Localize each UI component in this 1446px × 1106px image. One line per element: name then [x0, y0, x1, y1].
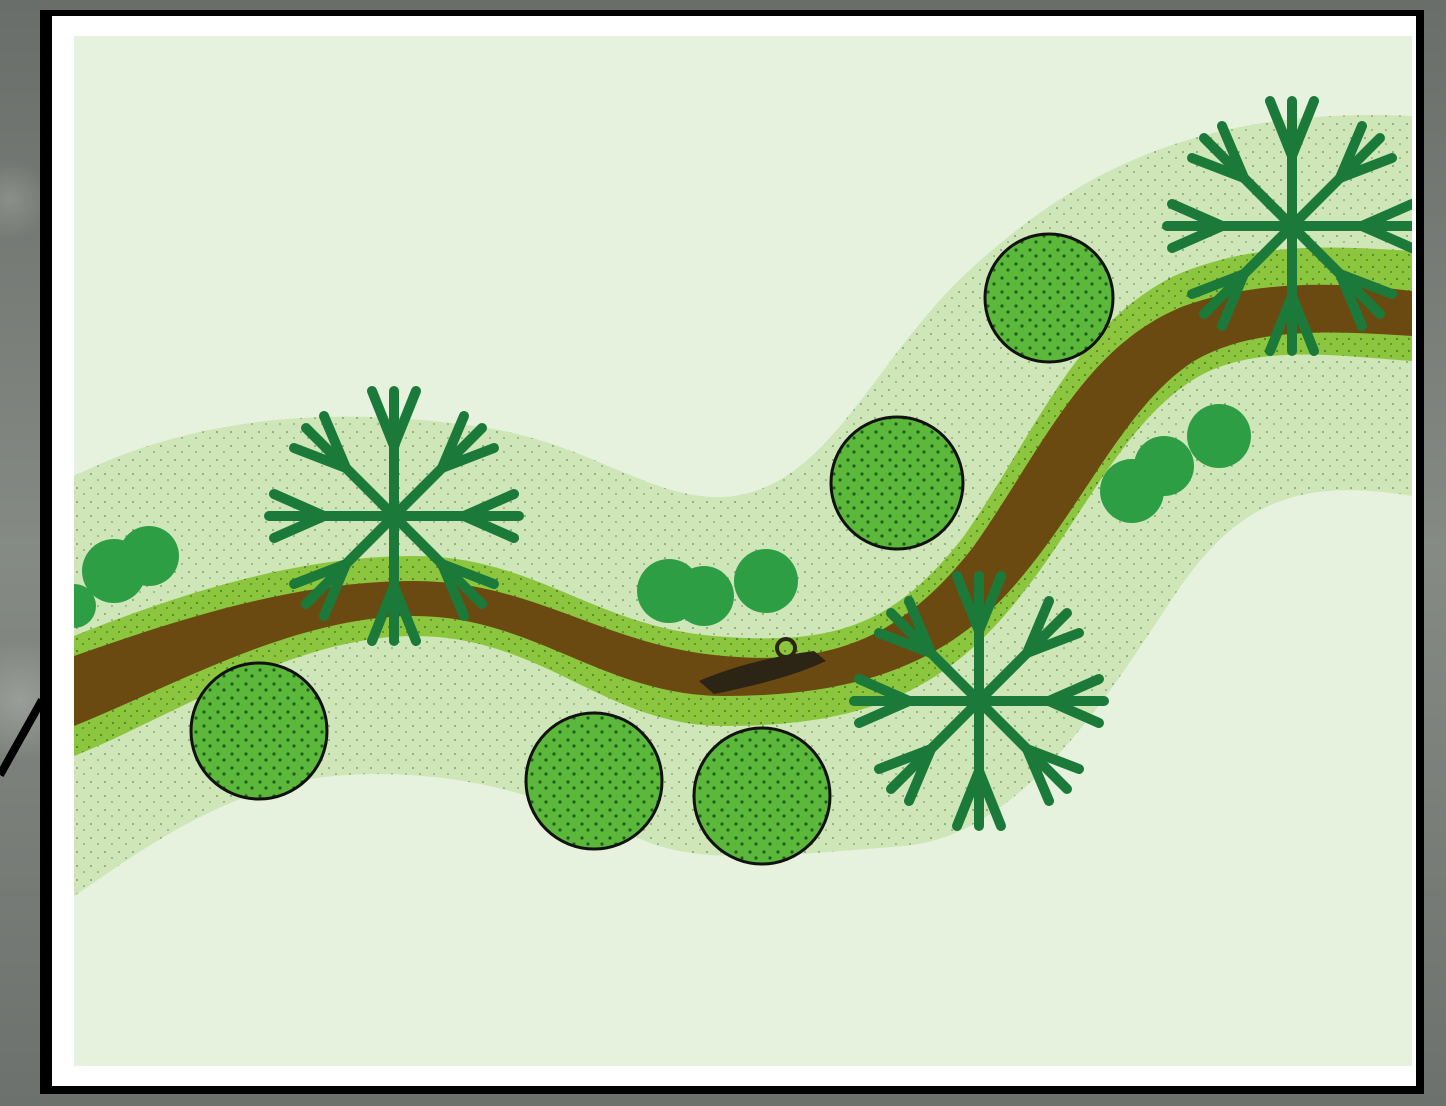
callout-frame [40, 10, 1424, 1094]
plan-drawing [74, 36, 1412, 1066]
riparian-plan-view [74, 36, 1412, 1066]
callout-frame-inner [52, 16, 1416, 1086]
canopy-tree [269, 391, 519, 641]
canopy-tree [1167, 101, 1412, 351]
canopy-tree [854, 576, 1104, 826]
